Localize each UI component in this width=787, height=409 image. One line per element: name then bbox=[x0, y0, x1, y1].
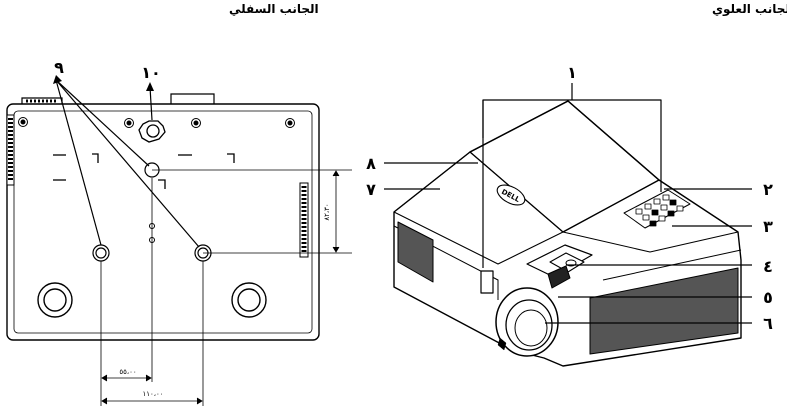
control-panel bbox=[623, 189, 691, 229]
zoom-tab-grip bbox=[565, 259, 577, 267]
rear-foot bbox=[37, 282, 73, 318]
corner-marks bbox=[53, 153, 235, 189]
projector-base-outline bbox=[6, 103, 320, 341]
top-tab bbox=[170, 93, 215, 104]
ceiling-mount-hole bbox=[92, 244, 110, 262]
top-view-title: الجانب العلوي bbox=[712, 2, 787, 16]
callout-8: ٨ bbox=[366, 154, 376, 173]
callout-5: ٥ bbox=[763, 288, 773, 307]
dimension-lines bbox=[100, 169, 352, 406]
corner-screw bbox=[191, 118, 201, 128]
callout-leaders-bottom bbox=[55, 79, 200, 248]
front-foot bbox=[497, 337, 507, 351]
callout-leaders-top bbox=[384, 83, 752, 324]
front-vent-grille bbox=[589, 267, 739, 355]
left-vent-grille bbox=[397, 221, 434, 283]
callout-arrowhead bbox=[146, 82, 154, 91]
callout-3: ٣ bbox=[763, 217, 773, 236]
top-view bbox=[384, 83, 752, 367]
callout-4: ٤ bbox=[763, 257, 773, 276]
corner-screw bbox=[124, 118, 134, 128]
rear-foot bbox=[231, 282, 267, 318]
lens-glass bbox=[514, 309, 548, 347]
projector-base-inner bbox=[13, 110, 313, 334]
control-panel-buttons bbox=[635, 194, 684, 227]
bottom-view bbox=[6, 75, 352, 406]
corner-screw bbox=[285, 118, 295, 128]
callout-6: ٦ bbox=[763, 314, 773, 333]
tilt-adjustment-foot bbox=[138, 120, 166, 143]
dimension-vertical: ٨٢،٣٠ bbox=[323, 203, 331, 220]
dimension-horizontal-short: ٥٥،٠٠ bbox=[119, 368, 136, 376]
callout-7: ٧ bbox=[366, 180, 376, 199]
focus-ring bbox=[547, 265, 571, 289]
callout-arrowhead bbox=[53, 75, 62, 84]
corner-screw bbox=[18, 117, 28, 127]
callout-2: ٢ bbox=[763, 180, 773, 199]
bottom-view-title: الجانب السفلي bbox=[229, 2, 319, 16]
ir-receiver bbox=[480, 270, 494, 294]
lens bbox=[505, 299, 553, 351]
dell-logo-emblem bbox=[496, 184, 526, 206]
callout-1: ١ bbox=[567, 63, 577, 82]
callout-9: ٩ bbox=[54, 58, 64, 77]
callout-10: ١٠ bbox=[141, 63, 161, 82]
dimension-horizontal-long: ١١٠،٠٠ bbox=[142, 390, 163, 398]
top-right-surface bbox=[562, 179, 739, 253]
